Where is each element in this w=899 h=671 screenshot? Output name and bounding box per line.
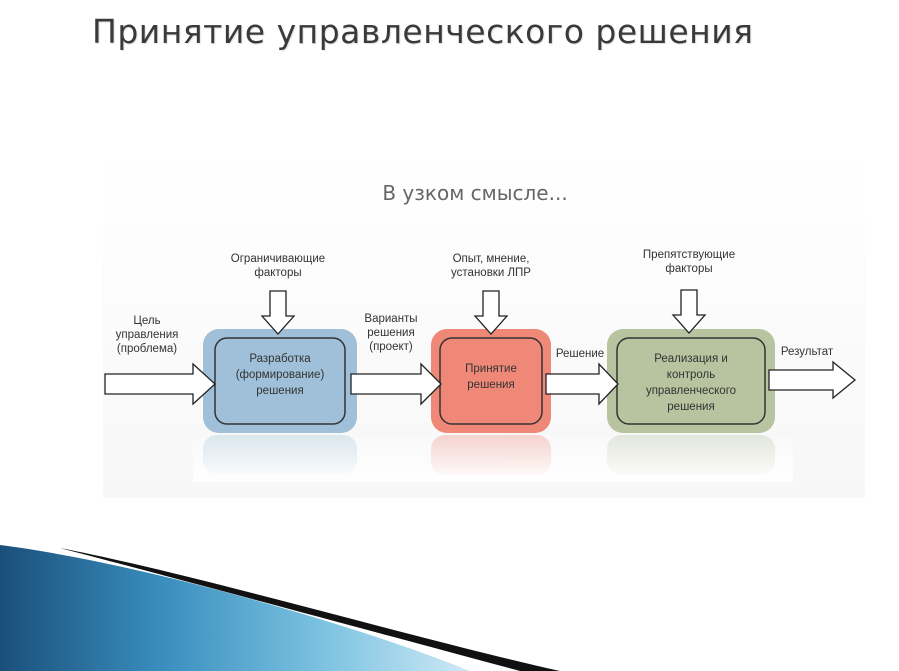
variants-label-line3: (проект) <box>369 341 413 353</box>
slide-title: Принятие управленческого решения <box>92 12 754 51</box>
box-development-line3: решения <box>256 385 303 397</box>
input-label-line2: управления <box>116 329 179 341</box>
arrow-down-opinion <box>473 290 509 335</box>
factor-limiting-line1: Ограничивающие <box>231 253 325 265</box>
box-implementation-line4: решения <box>667 401 714 413</box>
box-development-line2: (формирование) <box>236 369 325 381</box>
arrow-result <box>768 360 857 400</box>
arrow-variants <box>350 362 442 406</box>
factor-limiting-line2: факторы <box>254 267 301 279</box>
variants-label-line1: Варианты <box>364 313 417 325</box>
box-decision-line2: решения <box>467 379 514 391</box>
box-implementation: Реализация и контроль управленческого ре… <box>607 329 775 433</box>
arrow-input <box>104 362 216 406</box>
input-label-line1: Цель <box>133 315 160 327</box>
process-diagram-svg: В узком смысле... Разработка (формирован… <box>104 181 857 482</box>
box-decision-line1: Принятие <box>465 363 517 375</box>
input-label-line3: (проблема) <box>117 343 177 355</box>
box-implementation-line2: контроль <box>667 369 715 381</box>
factor-opinion-line2: установки ЛПР <box>451 267 531 279</box>
arrow-decision <box>545 362 619 406</box>
box-implementation-line1: Реализация и <box>654 353 728 365</box>
decision-label: Решение <box>556 348 604 360</box>
box-implementation-line3: управленческого <box>646 385 736 397</box>
variants-label-line2: решения <box>367 327 414 339</box>
box-decision: Принятие решения <box>431 329 551 433</box>
arrow-down-obstructing <box>671 289 707 334</box>
factor-opinion-line1: Опыт, мнение, <box>453 253 530 265</box>
box-development-line1: Разработка <box>249 353 311 365</box>
result-label: Результат <box>781 346 834 358</box>
factor-obstructing-line2: факторы <box>665 263 712 275</box>
factor-obstructing-line1: Препятствующие <box>643 249 735 261</box>
arrow-down-limiting <box>260 290 296 335</box>
process-diagram: В узком смысле... Разработка (формирован… <box>103 152 865 498</box>
box-development: Разработка (формирование) решения <box>203 329 357 433</box>
diagram-heading: В узком смысле... <box>382 181 567 205</box>
